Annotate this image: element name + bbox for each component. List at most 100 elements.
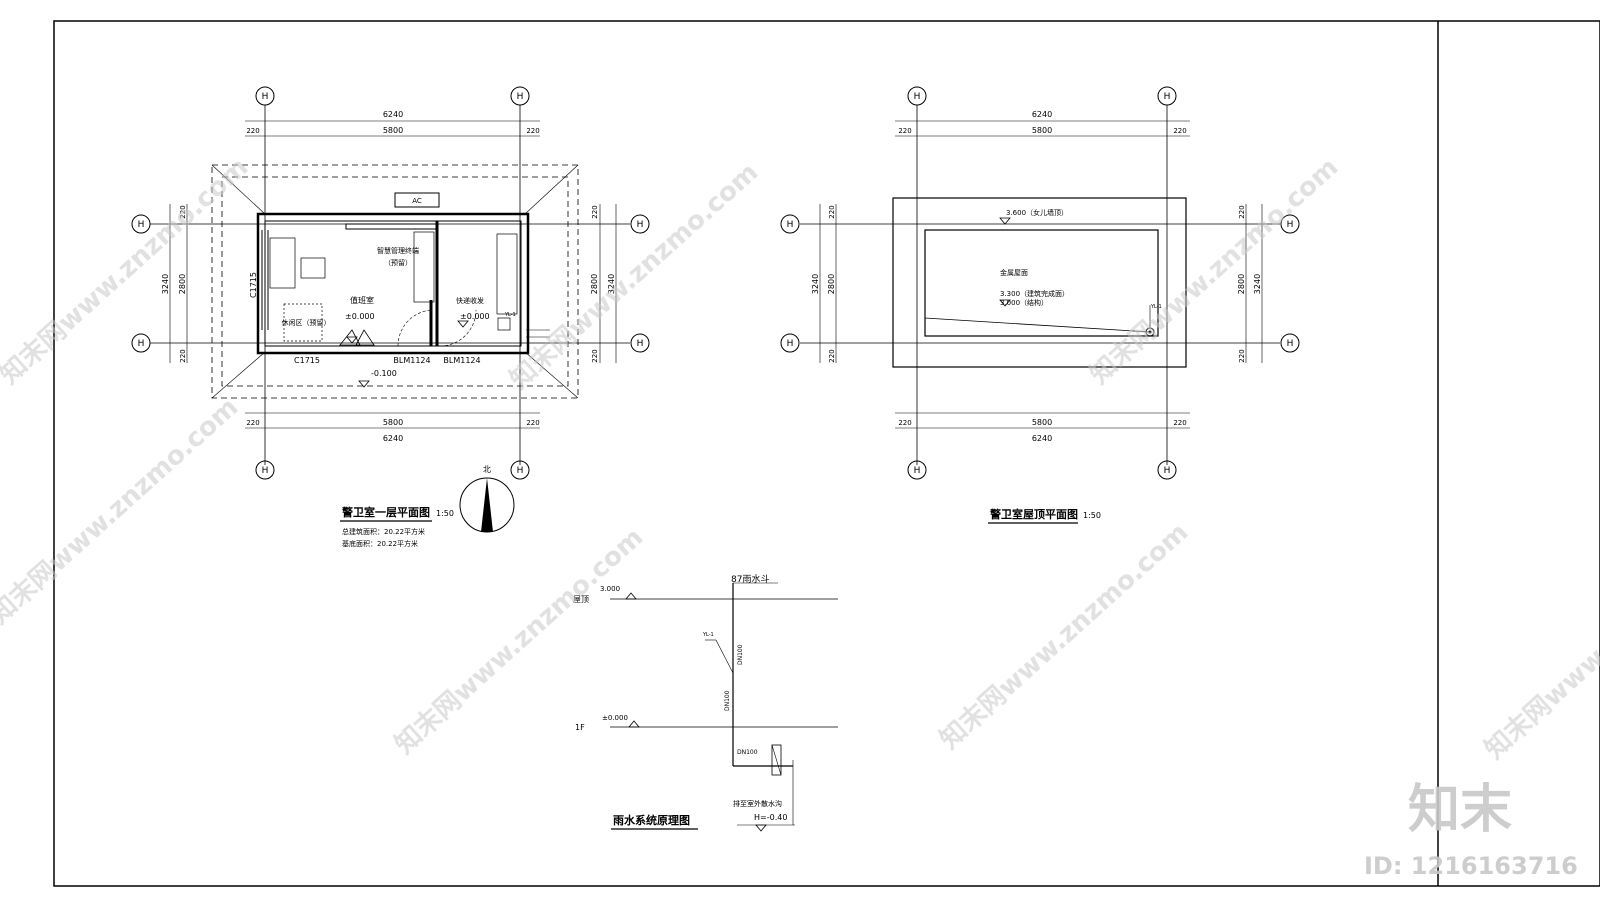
plan2-dim-h: 2800 xyxy=(827,274,836,294)
plan1-dim-total: 6240 xyxy=(383,110,403,119)
roof-level-b: 3.000（结构） xyxy=(1000,298,1048,307)
rain-roof-level: 3.000 xyxy=(600,585,620,593)
plan1-dim-h-edge-b: 220 xyxy=(179,349,187,362)
plan1-dim-h-total: 3240 xyxy=(161,274,170,294)
pipe-size: DN100 xyxy=(724,690,731,711)
axis-bubble-label: H xyxy=(1164,92,1171,102)
pipe-tag: YL-1 xyxy=(702,632,714,638)
rain-labels: 87雨水斗 屋顶 3.000 1F ±0.000 YL-1 DN100 DN10… xyxy=(573,573,787,830)
rain-title: 雨水系统原理图 xyxy=(613,813,690,827)
axis-bubble-label: H xyxy=(637,220,644,230)
watermark: 知末网www.znzmo.com 知末网www.znzmo.com 知末网www… xyxy=(0,152,1600,765)
pipe-tag: YL-1 xyxy=(504,312,516,318)
watermark-logo: 知末 xyxy=(1408,780,1512,840)
north-label: 北 xyxy=(483,465,491,474)
ac-label: AC xyxy=(412,197,422,205)
watermark-text: 知末网www.znzmo.com xyxy=(505,157,765,395)
room-label: 快递收发 xyxy=(456,296,484,305)
plan2-dim-edge: 220 xyxy=(1173,419,1186,427)
plan2-dim-edge: 220 xyxy=(898,419,911,427)
plan1-area-base: 基底面积：20.22平方米 xyxy=(342,539,418,548)
axis-bubble-label: H xyxy=(637,339,644,349)
plan-2-roof xyxy=(780,86,1300,480)
watermark-id: ID: 1216163716 xyxy=(1364,852,1578,880)
plan1-dim-total-b: 6240 xyxy=(383,434,403,443)
room-label: （预留） xyxy=(384,258,412,267)
watermark-text: 知末网www.znzmo.com xyxy=(1480,527,1600,765)
plan1-area-building: 总建筑面积：20.22平方米 xyxy=(342,527,425,536)
plan1-dim-h-edge-br: 220 xyxy=(591,349,599,362)
axis-bubble-label: H xyxy=(262,466,269,476)
rain-roof-label: 屋顶 xyxy=(573,595,589,604)
plan1-scale: 1:50 xyxy=(436,509,454,518)
plan2-scale: 1:50 xyxy=(1083,511,1101,520)
axis-bubble-label: H xyxy=(914,466,921,476)
plan1-dim-h-edge-tr: 220 xyxy=(591,205,599,218)
plan1-dim-h-inner-r: 2800 xyxy=(590,274,599,294)
plan1-dim-inner-b: 5800 xyxy=(383,418,403,427)
axis-bubble-label: H xyxy=(1287,339,1294,349)
watermark-text: 知末网www.znzmo.com xyxy=(0,152,254,390)
plan2-dim-h: 220 xyxy=(828,349,836,362)
plan1-dim-edge-br: 220 xyxy=(526,419,539,427)
axis-bubble-label: H xyxy=(517,466,524,476)
plan1-dim-edge-bl: 220 xyxy=(246,419,259,427)
pipe-size: DN100 xyxy=(737,749,758,756)
watermark-text: 知末网www.znzmo.com xyxy=(1085,152,1345,390)
sheet-border xyxy=(53,20,1600,887)
plan-1-floor xyxy=(131,86,650,533)
plan1-dim-h-edge-t: 220 xyxy=(179,205,187,218)
plan2-dim-h: 3240 xyxy=(811,274,820,294)
rain-top-label: 87雨水斗 xyxy=(731,573,769,585)
plan1-dim-edge-l: 220 xyxy=(246,127,259,135)
rain-outlet-label: 排至室外散水沟 xyxy=(733,799,782,808)
axis-bubble-label: H xyxy=(787,339,794,349)
level-label: ±0.000 xyxy=(460,312,490,321)
plan2-dim-h: 2800 xyxy=(1237,274,1246,294)
plan-1-labels: 6240 5800 220 220 5800 6240 220 220 3240… xyxy=(138,92,644,548)
axis-bubble-label: H xyxy=(1164,466,1171,476)
door-1-label: BLM1124 xyxy=(393,356,430,365)
plan2-dim-inner-b: 5800 xyxy=(1032,418,1052,427)
watermark-text: 知末网www.znzmo.com xyxy=(935,517,1195,755)
watermark-text: 知末网www.znzmo.com xyxy=(0,392,244,630)
room-label: 值班室 xyxy=(350,295,374,305)
axis-bubble-label: H xyxy=(138,220,145,230)
plan2-dim-h: 220 xyxy=(1238,205,1246,218)
watermark-text: 知末网www.znzmo.com xyxy=(390,522,650,760)
plan2-dim-inner: 5800 xyxy=(1032,126,1052,135)
plan2-dim-edge: 220 xyxy=(1173,127,1186,135)
plan1-dim-h-total-r: 3240 xyxy=(607,274,616,294)
axis-bubble-label: H xyxy=(262,92,269,102)
roof-level-top: 3.600（女儿墙顶） xyxy=(1006,208,1068,217)
axis-bubble-label: H xyxy=(517,92,524,102)
window-left-label: C1715 xyxy=(249,272,258,298)
room-label: 休闲区（预留） xyxy=(282,318,331,327)
plan2-dim-edge: 220 xyxy=(898,127,911,135)
plan2-dim-h: 220 xyxy=(828,205,836,218)
pipe-size: DN100 xyxy=(737,644,744,665)
plan-2-labels: 6240 5800 220 220 5800 6240 220 220 3240… xyxy=(787,92,1294,524)
plan2-dim-h: 3240 xyxy=(1253,274,1262,294)
rain-outlet-level: H=-0.40 xyxy=(754,813,787,822)
level-label: ±0.000 xyxy=(345,312,375,321)
plan2-dim-total: 6240 xyxy=(1032,110,1052,119)
axis-bubble-label: H xyxy=(914,92,921,102)
rain-diagram xyxy=(610,582,838,832)
pipe-tag: YL-1 xyxy=(1150,304,1162,310)
plan1-dim-edge-r: 220 xyxy=(526,127,539,135)
plan1-dim-inner: 5800 xyxy=(383,126,403,135)
room-label: 智慧管理终端 xyxy=(377,246,419,255)
level-label: -0.100 xyxy=(371,369,397,378)
door-2-label: BLM1124 xyxy=(443,356,480,365)
plan2-dim-total-b: 6240 xyxy=(1032,434,1052,443)
plan2-dim-h: 220 xyxy=(1238,349,1246,362)
axis-bubble-label: H xyxy=(138,339,145,349)
rain-floor-level: ±0.000 xyxy=(602,714,628,722)
axis-bubble-label: H xyxy=(787,220,794,230)
roof-level-a: 3.300（建筑完成面） xyxy=(1000,289,1069,298)
roof-label: 金属屋面 xyxy=(1000,268,1028,277)
plan2-title: 警卫室屋顶平面图 xyxy=(989,507,1078,521)
plan1-title: 警卫室一层平面图 xyxy=(341,505,430,519)
